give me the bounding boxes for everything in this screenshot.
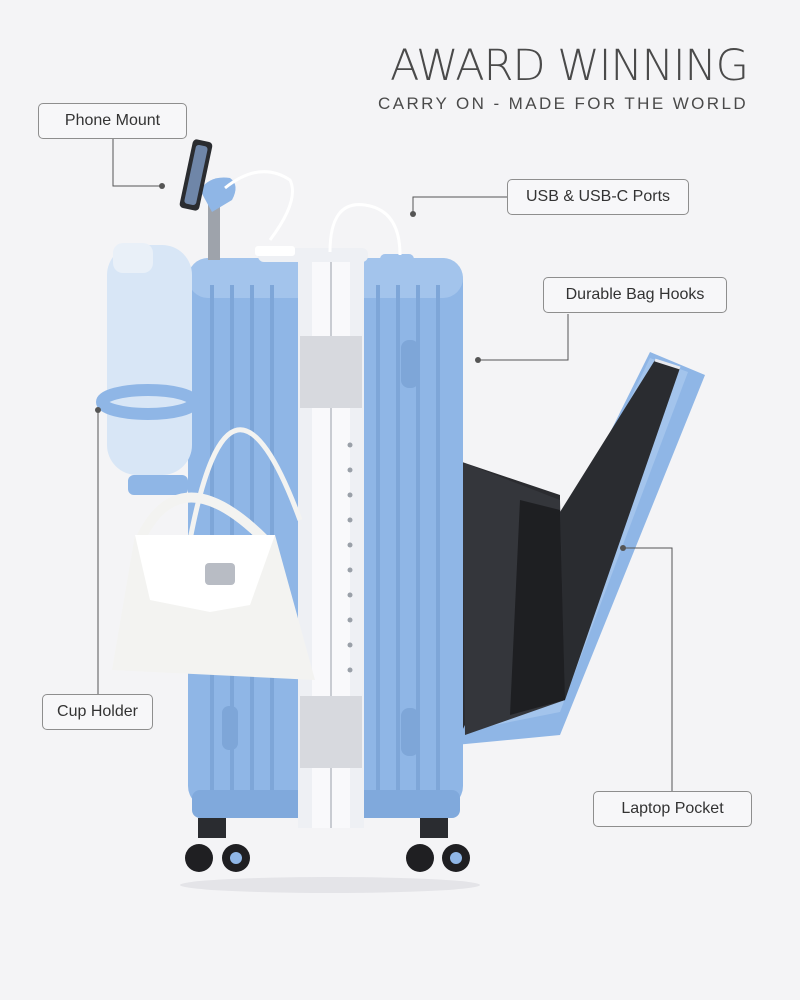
callout-phone-mount: Phone Mount [38, 103, 187, 139]
suitcase-shell [188, 248, 463, 828]
callout-cup-holder: Cup Holder [42, 694, 153, 730]
spinner-wheels [185, 818, 470, 872]
phone-mount [179, 139, 294, 260]
handbag [112, 427, 315, 680]
callout-laptop-pocket: Laptop Pocket [593, 791, 752, 827]
headline: AWARD WINNING CARRY ON - MADE FOR THE WO… [378, 40, 749, 114]
callout-bag-hooks: Durable Bag Hooks [543, 277, 727, 313]
cup-holder [96, 243, 200, 495]
headline-title: AWARD WINNING [389, 41, 749, 91]
laptop-lid [455, 352, 705, 745]
callout-usb-ports: USB & USB-C Ports [507, 179, 689, 215]
headline-subtitle: CARRY ON - MADE FOR THE WORLD [378, 94, 748, 113]
